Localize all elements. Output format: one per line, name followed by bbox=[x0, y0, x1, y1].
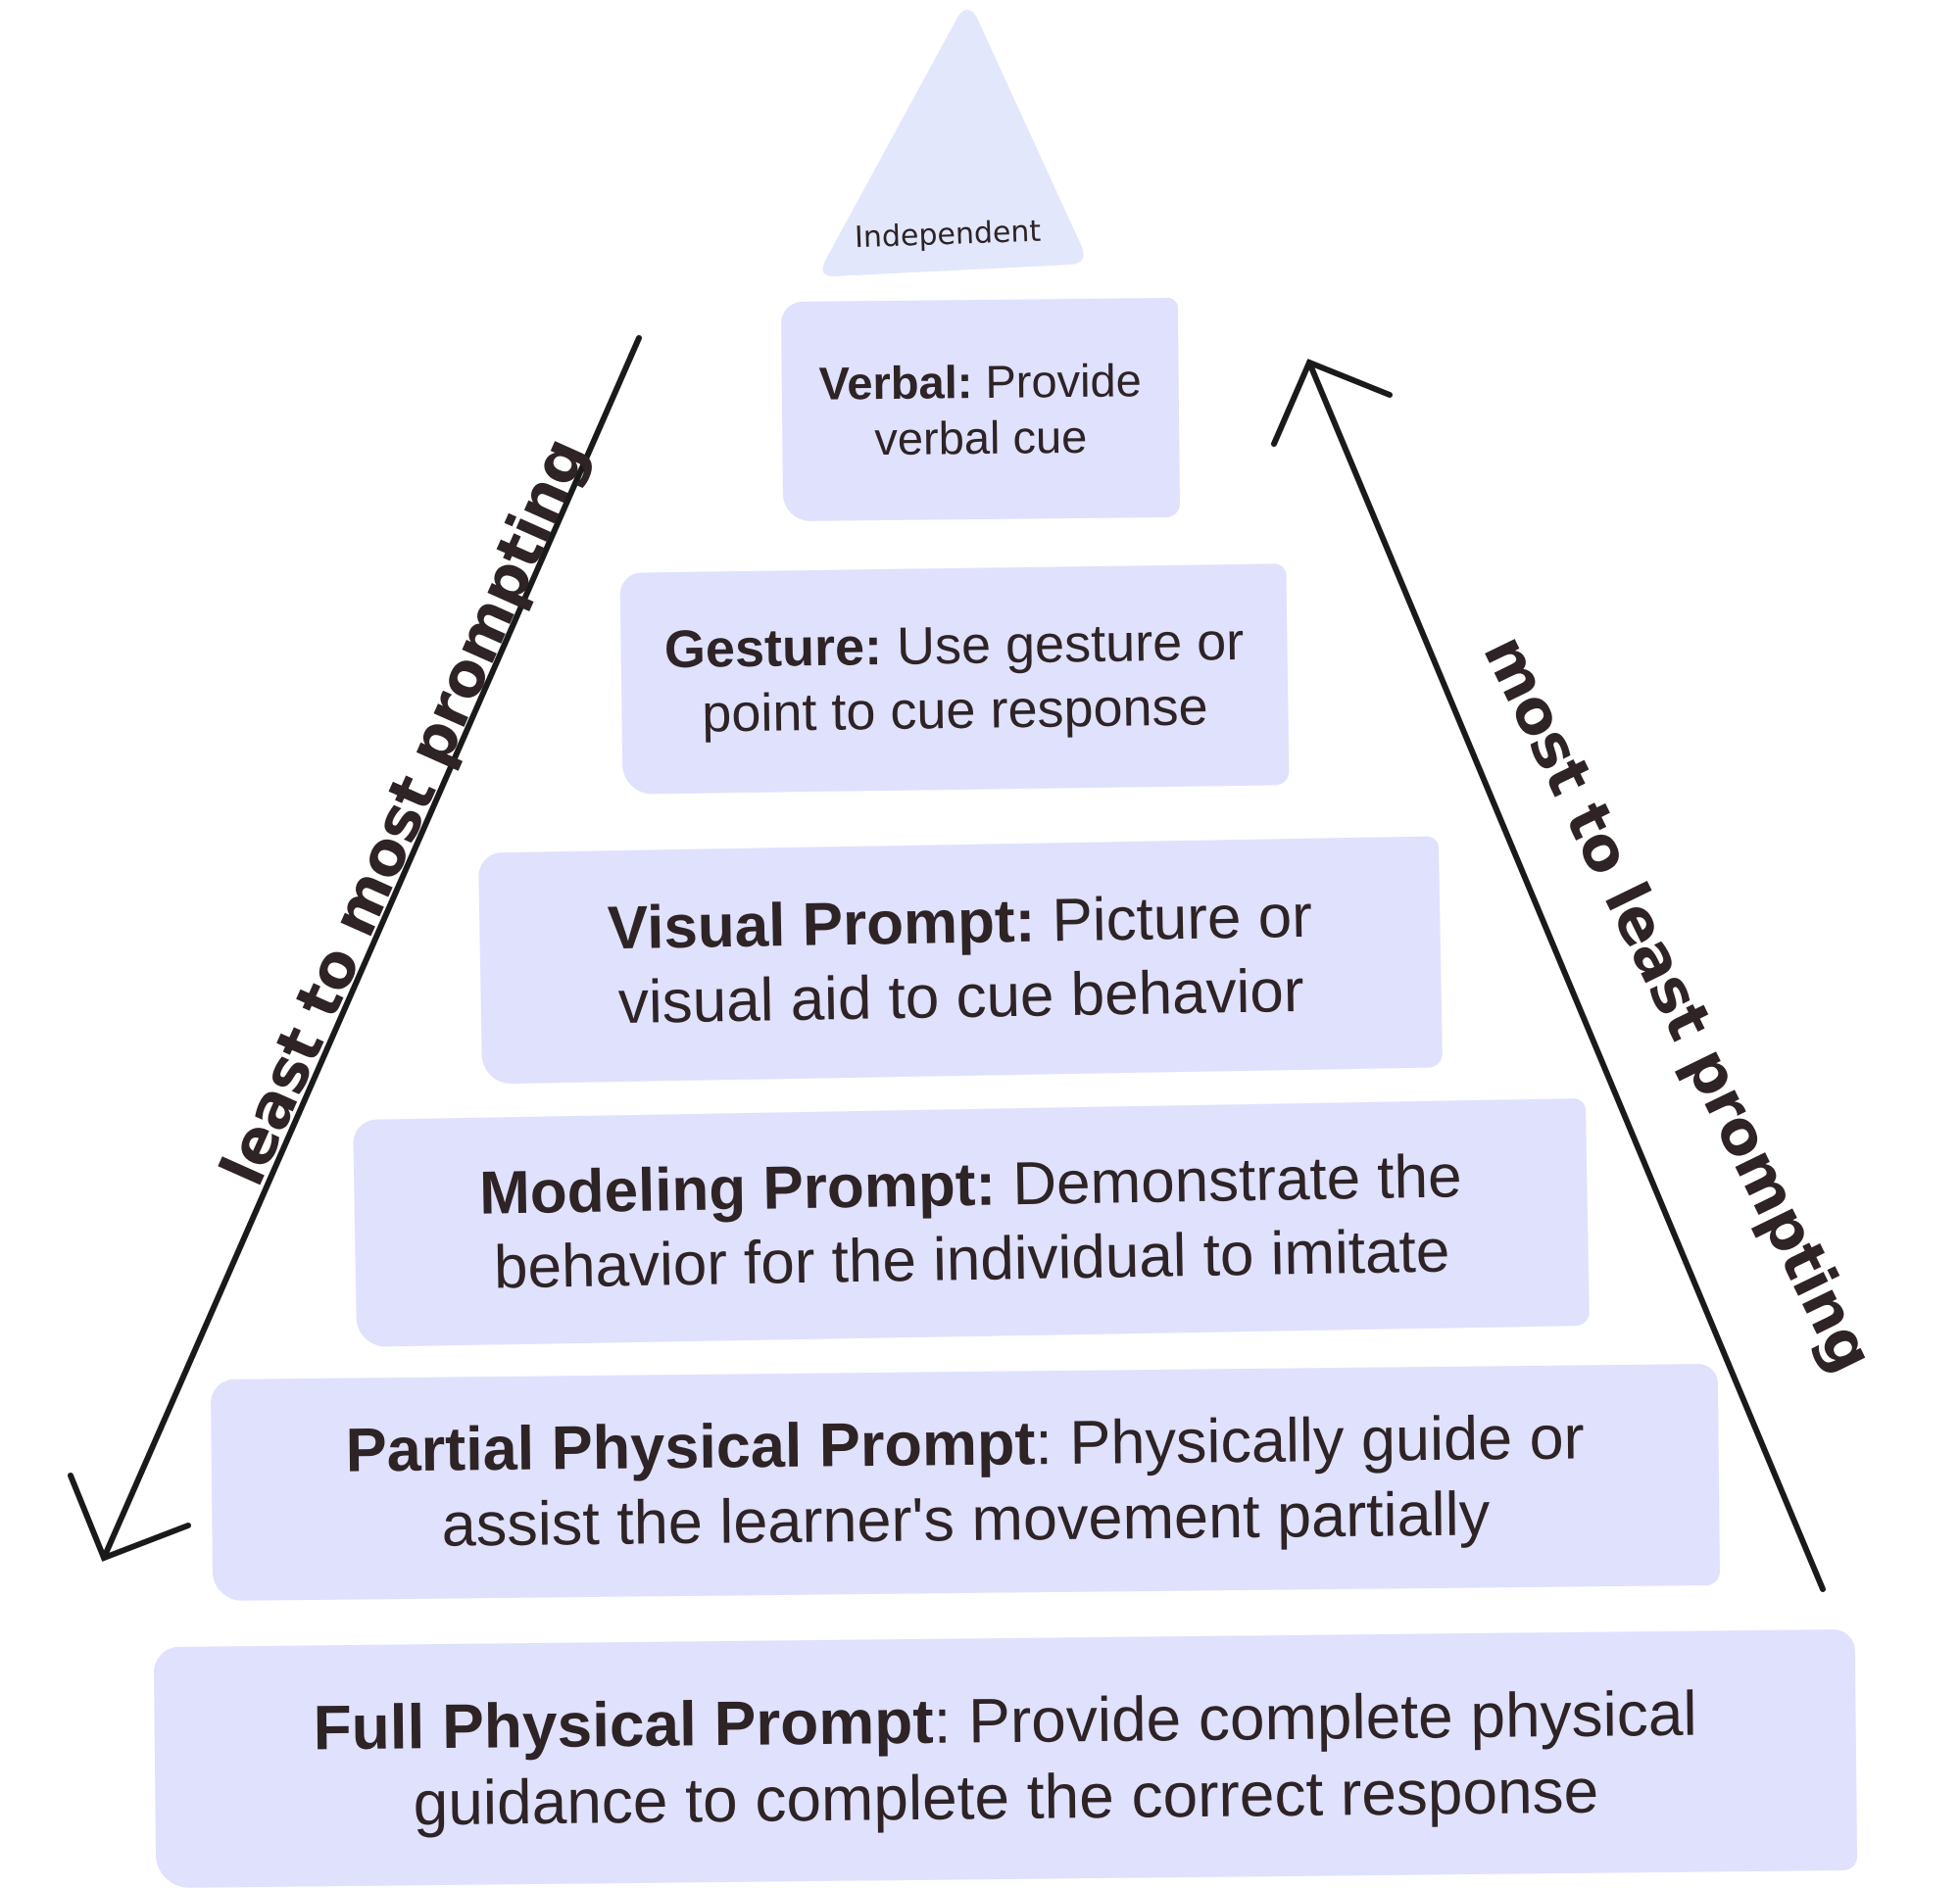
level-desc-line2: behavior for the individual to imitate bbox=[493, 1217, 1450, 1302]
level-title: Partial Physical Prompt bbox=[345, 1409, 1036, 1485]
level-desc-line2: assist the learner's movement partially bbox=[441, 1479, 1491, 1560]
left-arrowhead bbox=[68, 1473, 191, 1562]
level-desc-line2: verbal cue bbox=[874, 410, 1088, 465]
right-arrow-shaft bbox=[1306, 360, 1826, 1592]
up-arrow-most-to-least bbox=[1271, 359, 1826, 1592]
level-desc: Picture or bbox=[1034, 883, 1313, 956]
apex-label-independent: Independent bbox=[854, 214, 1042, 256]
level-desc: Provide bbox=[972, 353, 1143, 408]
level-gesture: Gesture: Use gesture or point to cue res… bbox=[619, 563, 1290, 795]
level-title: Verbal: bbox=[818, 355, 973, 410]
level-desc: : Provide complete physical bbox=[933, 1677, 1697, 1757]
level-verbal: Verbal: Provide verbal cue bbox=[780, 297, 1181, 522]
left-arrow-shaft bbox=[101, 335, 642, 1561]
apex-triangle bbox=[822, 10, 1084, 277]
level-title: Visual Prompt: bbox=[607, 888, 1036, 963]
level-partial-physical-prompt: Partial Physical Prompt: Physically guid… bbox=[210, 1363, 1721, 1602]
level-visual-prompt: Visual Prompt: Picture or visual aid to … bbox=[478, 836, 1443, 1085]
level-title: Gesture: bbox=[663, 617, 883, 680]
level-desc: : Physically guide or bbox=[1034, 1403, 1585, 1478]
level-title: Modeling Prompt: bbox=[478, 1150, 997, 1229]
level-title: Full Physical Prompt bbox=[313, 1685, 934, 1764]
right-arrowhead bbox=[1271, 359, 1393, 447]
level-desc-line2: guidance to complete the correct respons… bbox=[413, 1755, 1599, 1839]
level-modeling-prompt: Modeling Prompt: Demonstrate the behavio… bbox=[353, 1098, 1590, 1347]
level-full-physical-prompt: Full Physical Prompt: Provide complete p… bbox=[153, 1628, 1858, 1888]
level-desc-line2: visual aid to cue behavior bbox=[617, 956, 1305, 1038]
level-desc-line2: point to cue response bbox=[701, 677, 1209, 744]
level-desc: Demonstrate the bbox=[995, 1142, 1463, 1219]
level-desc: Use gesture or bbox=[881, 612, 1245, 677]
down-arrow-least-to-most bbox=[68, 335, 642, 1562]
